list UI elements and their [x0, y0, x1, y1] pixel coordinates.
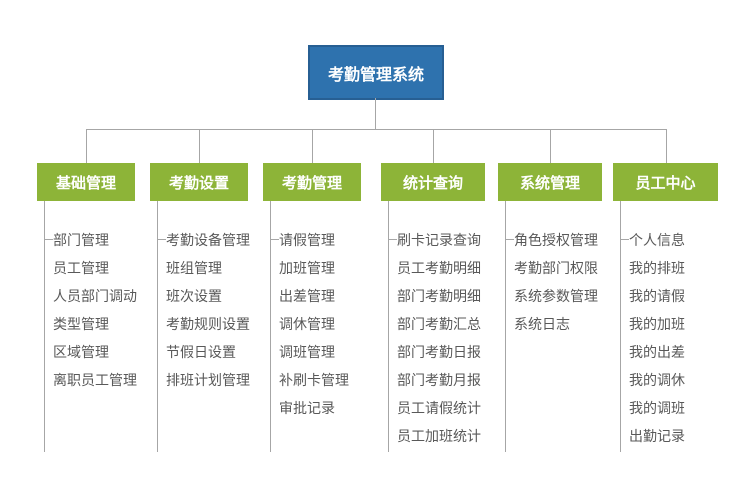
branch-item: 角色授权管理 — [514, 232, 598, 248]
first-item-tick-line — [505, 239, 514, 240]
branch-item: 调班管理 — [279, 344, 335, 360]
branch-box: 考勤设置 — [150, 163, 248, 201]
root-node: 考勤管理系统 — [308, 45, 444, 100]
branch-item: 审批记录 — [279, 400, 335, 416]
first-item-tick-line — [620, 239, 629, 240]
branch-spine-line — [620, 201, 621, 452]
branch-spine-line — [505, 201, 506, 452]
branch-item: 我的请假 — [629, 288, 685, 304]
branch-item: 部门管理 — [53, 232, 109, 248]
branch-item: 我的调班 — [629, 400, 685, 416]
branch-item: 考勤设备管理 — [166, 232, 250, 248]
branch-box: 统计查询 — [381, 163, 485, 201]
branch-item: 员工管理 — [53, 260, 109, 276]
branch-item: 班组管理 — [166, 260, 222, 276]
branch-item: 考勤部门权限 — [514, 260, 598, 276]
branch-item: 我的调休 — [629, 372, 685, 388]
branch-item: 员工加班统计 — [397, 428, 481, 444]
branch-drop-line — [312, 129, 313, 163]
branch-item: 排班计划管理 — [166, 372, 250, 388]
branch-item: 我的出差 — [629, 344, 685, 360]
branch-item: 员工请假统计 — [397, 400, 481, 416]
branch-title: 统计查询 — [402, 174, 463, 192]
branch-box: 基础管理 — [37, 163, 135, 201]
branch-item: 我的加班 — [629, 316, 685, 332]
branch-item: 部门考勤明细 — [397, 288, 481, 304]
branch-item: 考勤规则设置 — [166, 316, 250, 332]
first-item-tick-line — [44, 239, 53, 240]
branch-item: 人员部门调动 — [53, 288, 137, 304]
connector-bus-line — [86, 129, 667, 130]
branch-item: 加班管理 — [279, 260, 335, 276]
root-stem-line — [375, 98, 376, 129]
branch-item: 请假管理 — [279, 232, 335, 248]
first-item-tick-line — [157, 239, 166, 240]
branch-drop-line — [666, 129, 667, 163]
branch-item: 系统日志 — [514, 316, 570, 332]
branch-item: 区域管理 — [53, 344, 109, 360]
branch-item: 刷卡记录查询 — [397, 232, 481, 248]
branch-item: 部门考勤月报 — [397, 372, 481, 388]
branch-item: 我的排班 — [629, 260, 685, 276]
branch-item: 班次设置 — [166, 288, 222, 304]
branch-drop-line — [199, 129, 200, 163]
branch-box: 系统管理 — [498, 163, 602, 201]
branch-item: 出勤记录 — [629, 428, 685, 444]
branch-item: 节假日设置 — [166, 344, 236, 360]
branch-title: 员工中心 — [635, 174, 696, 192]
branch-spine-line — [44, 201, 45, 452]
branch-title: 系统管理 — [519, 174, 580, 192]
branch-title: 考勤管理 — [281, 174, 342, 192]
branch-title: 考勤设置 — [168, 174, 229, 192]
branch-item: 出差管理 — [279, 288, 335, 304]
branch-drop-line — [433, 129, 434, 163]
branch-spine-line — [270, 201, 271, 452]
branch-item: 类型管理 — [53, 316, 109, 332]
branch-title: 基础管理 — [55, 174, 116, 192]
branch-item: 调休管理 — [279, 316, 335, 332]
first-item-tick-line — [388, 239, 397, 240]
first-item-tick-line — [270, 239, 279, 240]
branch-item: 员工考勤明细 — [397, 260, 481, 276]
branch-item: 个人信息 — [629, 232, 685, 248]
branch-spine-line — [388, 201, 389, 452]
branch-item: 部门考勤日报 — [397, 344, 481, 360]
branch-drop-line — [86, 129, 87, 163]
branch-box: 员工中心 — [613, 163, 718, 201]
branch-item: 补刷卡管理 — [279, 372, 349, 388]
branch-drop-line — [550, 129, 551, 163]
branch-item: 部门考勤汇总 — [397, 316, 481, 332]
branch-item: 系统参数管理 — [514, 288, 598, 304]
root-node-title: 考勤管理系统 — [327, 66, 424, 84]
branch-spine-line — [157, 201, 158, 452]
branch-box: 考勤管理 — [263, 163, 361, 201]
branch-item: 离职员工管理 — [53, 372, 137, 388]
